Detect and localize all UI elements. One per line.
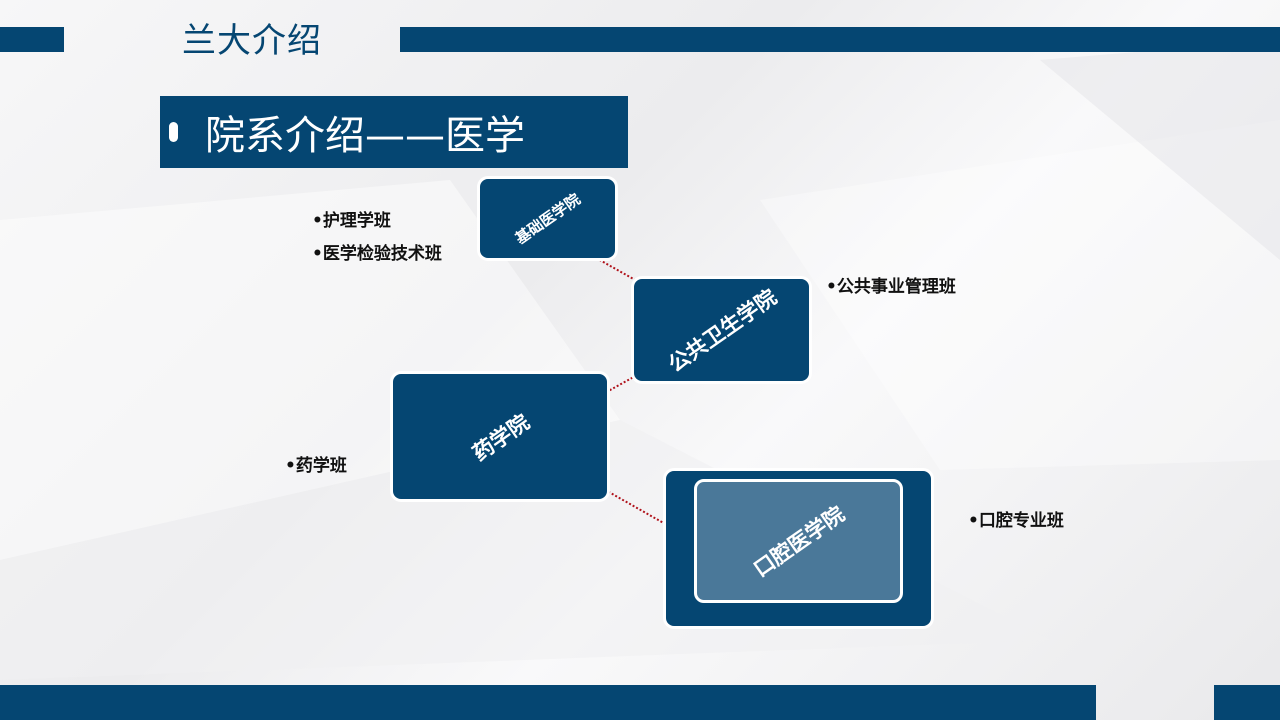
class-item: •医学检验技术班 [312, 244, 442, 264]
section-title: 院系介绍——医学 [205, 113, 525, 159]
class-list-basic-medicine: •护理学班 •医学检验技术班 [312, 205, 442, 271]
section-title-banner: 院系介绍——医学 [160, 96, 628, 168]
class-list-stomatology: •口腔专业班 [968, 505, 1064, 538]
school-label: 口腔医学院 [749, 501, 849, 582]
class-item: •公共事业管理班 [826, 277, 956, 297]
header-bar-left [0, 27, 64, 52]
class-list-public-health: •公共事业管理班 [826, 271, 956, 304]
school-box-stomatology[interactable]: 口腔医学院 [666, 471, 931, 626]
footer-bar-left [0, 685, 1096, 720]
class-item: •护理学班 [312, 211, 391, 231]
school-label: 药学院 [467, 409, 534, 466]
school-box-stomatology-inner: 口腔医学院 [694, 479, 903, 603]
school-box-public-health[interactable]: 公共卫生学院 [634, 279, 809, 381]
class-item: •口腔专业班 [968, 511, 1064, 531]
class-item: •药学班 [285, 456, 347, 476]
header-title: 兰大介绍 [182, 21, 322, 61]
school-label: 基础医学院 [511, 190, 584, 248]
footer-bar-right [1214, 685, 1280, 720]
school-label: 公共卫生学院 [663, 284, 781, 377]
school-box-basic-medicine[interactable]: 基础医学院 [480, 179, 615, 258]
header-bar-right [400, 27, 1280, 52]
school-box-pharmacy[interactable]: 药学院 [393, 374, 607, 499]
class-list-pharmacy: •药学班 [285, 450, 347, 483]
bullet-icon [169, 122, 178, 142]
